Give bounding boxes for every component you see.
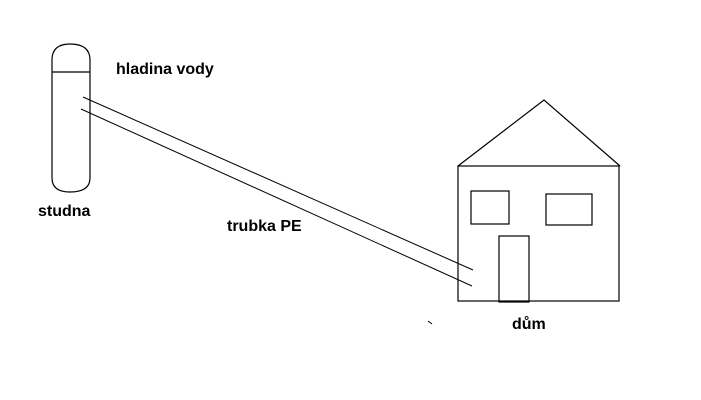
stray-mark	[427, 320, 433, 325]
house-window-right	[545, 193, 593, 226]
house-body	[457, 165, 620, 302]
house-window-left	[470, 190, 510, 225]
well-shape	[51, 43, 91, 193]
pipe-lines	[80, 96, 474, 287]
water-level-label: hladina vody	[116, 61, 214, 78]
house-shape	[457, 99, 621, 303]
house-roof	[457, 99, 621, 167]
house-label: dům	[512, 316, 546, 333]
well-label: studna	[38, 203, 91, 220]
house-door	[498, 235, 530, 303]
pipe-label: trubka PE	[227, 218, 302, 235]
